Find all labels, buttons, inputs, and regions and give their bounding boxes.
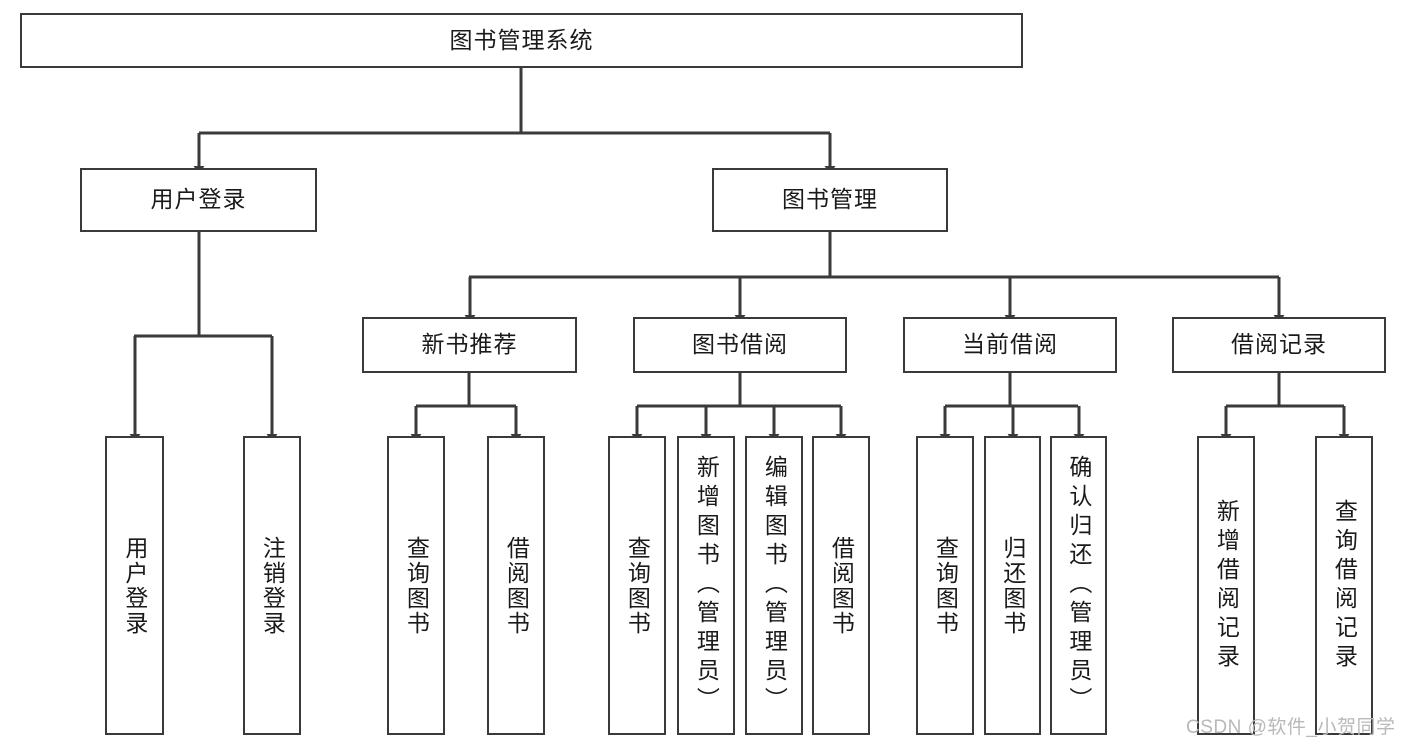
- node-leaf-query-borrow-record-label: 查询借阅记录: [1331, 498, 1358, 673]
- node-leaf-user-login[interactable]: 用户登录: [105, 436, 164, 735]
- node-leaf-borrow-book-1-label: 借阅图书: [503, 535, 530, 636]
- node-leaf-confirm-return-admin-label: 确认归还（管理员）: [1065, 455, 1092, 716]
- node-leaf-borrow-book-2[interactable]: 借阅图书: [812, 436, 870, 735]
- node-leaf-edit-book-admin-label: 编辑图书（管理员）: [761, 455, 788, 716]
- tree-edges: [129, 68, 1350, 443]
- node-book-manage[interactable]: 图书管理: [712, 168, 948, 232]
- node-leaf-query-book-3-label: 查询图书: [932, 535, 959, 636]
- node-leaf-query-book-2[interactable]: 查询图书: [608, 436, 666, 735]
- node-leaf-return-book-label: 归还图书: [999, 535, 1026, 636]
- node-leaf-add-book-admin-label: 新增图书（管理员）: [693, 455, 720, 716]
- node-book-manage-label: 图书管理: [782, 186, 878, 213]
- node-leaf-query-book-1-label: 查询图书: [403, 535, 430, 636]
- node-leaf-borrow-book-2-label: 借阅图书: [828, 535, 855, 636]
- node-root[interactable]: 图书管理系统: [20, 13, 1023, 68]
- node-book-borrow-label: 图书借阅: [692, 331, 788, 358]
- node-leaf-return-book[interactable]: 归还图书: [984, 436, 1041, 735]
- node-leaf-query-book-1[interactable]: 查询图书: [387, 436, 445, 735]
- node-leaf-query-book-2-label: 查询图书: [624, 535, 651, 636]
- node-leaf-add-book-admin[interactable]: 新增图书（管理员）: [677, 436, 735, 735]
- node-borrow-record-label: 借阅记录: [1231, 331, 1327, 358]
- node-leaf-logout-login[interactable]: 注销登录: [243, 436, 301, 735]
- node-root-label: 图书管理系统: [449, 26, 594, 53]
- node-leaf-user-login-label: 用户登录: [121, 535, 148, 636]
- node-leaf-query-borrow-record[interactable]: 查询借阅记录: [1315, 436, 1373, 735]
- node-leaf-confirm-return-admin[interactable]: 确认归还（管理员）: [1050, 436, 1107, 735]
- node-book-borrow[interactable]: 图书借阅: [633, 317, 847, 373]
- watermark: CSDN @软件_小贺同学: [1186, 717, 1396, 738]
- node-user-login-label: 用户登录: [150, 186, 247, 213]
- node-leaf-add-borrow-record-label: 新增借阅记录: [1213, 498, 1240, 673]
- node-leaf-add-borrow-record[interactable]: 新增借阅记录: [1197, 436, 1255, 735]
- node-current-borrow-label: 当前借阅: [962, 331, 1058, 358]
- node-leaf-logout-login-label: 注销登录: [259, 535, 286, 636]
- node-borrow-record[interactable]: 借阅记录: [1172, 317, 1386, 373]
- node-leaf-borrow-book-1[interactable]: 借阅图书: [487, 436, 545, 735]
- node-leaf-edit-book-admin[interactable]: 编辑图书（管理员）: [745, 436, 803, 735]
- node-leaf-query-book-3[interactable]: 查询图书: [916, 436, 974, 735]
- node-user-login[interactable]: 用户登录: [80, 168, 317, 232]
- node-new-book-recommend-label: 新书推荐: [421, 331, 518, 358]
- node-new-book-recommend[interactable]: 新书推荐: [362, 317, 577, 373]
- node-current-borrow[interactable]: 当前借阅: [903, 317, 1117, 373]
